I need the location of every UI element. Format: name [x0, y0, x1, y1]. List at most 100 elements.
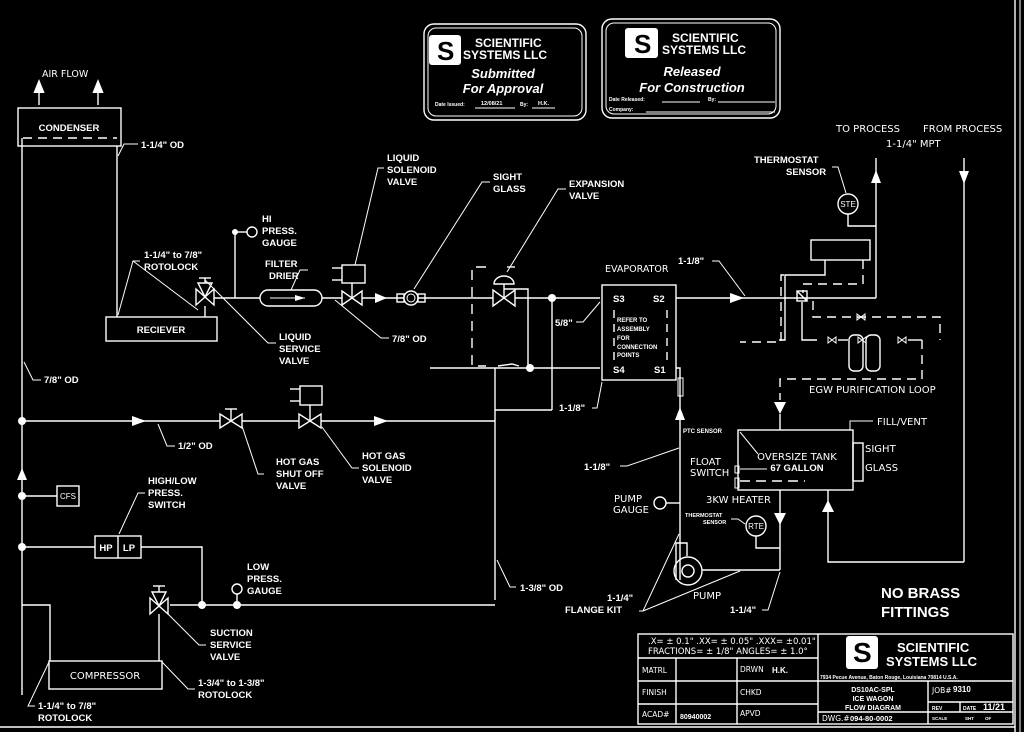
sight-glass-label: GLASS — [493, 184, 526, 195]
high-low-switch-label: SWITCH — [148, 500, 186, 511]
flow-arrow-icon — [822, 500, 834, 512]
to-process-label: TO PROCESS — [835, 124, 900, 135]
low-press-gauge-label: PRESS. — [247, 574, 282, 585]
drawing-description: FLOW DIAGRAM — [845, 705, 901, 712]
suction-service-valve-label: VALVE — [210, 652, 240, 663]
liquid-solenoid-valve-label: SOLENOID — [387, 165, 437, 176]
pump-label: PUMP — [693, 591, 721, 602]
company-logo-icon: S — [429, 35, 461, 66]
flow-arrow-icon — [17, 468, 27, 480]
svg-text:S: S — [853, 637, 872, 668]
sight-glass-label: SIGHT — [865, 444, 897, 455]
rotolock-label: ROTOLOCK — [144, 262, 198, 273]
pipe-size-label: 1-1/4" — [730, 605, 756, 616]
ste-label: STE — [840, 200, 856, 209]
svg-text:S: S — [634, 29, 651, 59]
air-flow-label: AIR FLOW — [42, 69, 89, 80]
liquid-service-valve-label: SERVICE — [279, 344, 321, 355]
filter-drier-label: FILTER — [265, 259, 298, 270]
liquid-solenoid-valve-label: LIQUID — [387, 153, 419, 164]
hot-gas-solenoid-valve-label: HOT GAS — [362, 451, 405, 462]
acad-label: ACAD# — [642, 710, 669, 719]
thermostat-sensor-label: THERMOSTAT — [685, 513, 723, 519]
cfs-label: CFS — [60, 492, 76, 501]
hot-gas-shutoff-valve-label: VALVE — [276, 481, 306, 492]
stamp-status-line2: For Approval — [463, 81, 544, 96]
flow-arrow-icon — [132, 416, 146, 426]
low-press-gauge-label: GAUGE — [247, 586, 282, 597]
evaporator-note: POINTS — [617, 353, 639, 359]
tank-label: OVERSIZE TANK — [757, 452, 837, 463]
finish-label: FINISH — [642, 688, 667, 697]
stamp-released-for-construction: S SCIENTIFIC SYSTEMS LLC Released For Co… — [601, 18, 781, 119]
evaporator-note: FOR — [617, 336, 630, 342]
tank-capacity-label: 67 GALLON — [770, 463, 823, 474]
cfs-box — [56, 485, 80, 507]
rotolock-label: ROTOLOCK — [38, 713, 92, 724]
expansion-valve-label: EXPANSION — [569, 179, 624, 190]
compressor: COMPRESSOR — [48, 660, 163, 690]
liquid-solenoid-valve-label: VALVE — [387, 177, 417, 188]
no-brass-note: FITTINGS — [881, 604, 949, 621]
hot-gas-solenoid-valve-label: SOLENOID — [362, 463, 412, 474]
dwg-label: DWG.# — [822, 714, 850, 723]
ste-sensor-icon: STE — [837, 193, 859, 215]
stamp-company-label: Company: — [609, 107, 634, 113]
stamp-company-line1: SCIENTIFIC — [672, 31, 739, 45]
evaporator-note: CONNECTION — [617, 345, 657, 351]
oversize-tank: OVERSIZE TANK 67 GALLON — [734, 429, 864, 491]
sight-glass-label: SIGHT — [493, 172, 522, 183]
float-switch-label: FLOAT — [690, 457, 722, 468]
sight-glass-icon — [396, 290, 426, 306]
dwg-value: 094-80-0002 — [850, 714, 893, 723]
pipe-size-label: 1-1/4" OD — [141, 140, 184, 151]
hp-lp-switch: HP LP — [94, 535, 142, 559]
evaporator: EVAPORATOR S3 S2 S4 S1 REFER TO ASSEMBLY… — [601, 264, 677, 381]
suction-service-valve-label: SUCTION — [210, 628, 253, 639]
flow-arrow-icon — [774, 513, 786, 525]
suction-service-valve-icon — [149, 585, 169, 661]
stamp-status-line1: Released — [663, 64, 721, 79]
stamp-by-label: By: — [708, 97, 716, 103]
hot-gas-shutoff-valve-label: HOT GAS — [276, 457, 319, 468]
flow-arrow-icon — [959, 171, 969, 184]
company-name-line2: SYSTEMS LLC — [886, 654, 978, 669]
compressor-label: COMPRESSOR — [70, 671, 140, 682]
hot-gas-solenoid-valve-label: VALVE — [362, 475, 392, 486]
flow-arrow-icon — [374, 416, 388, 426]
stamp-by-value: H.K. — [538, 101, 549, 107]
rotolock-label: 1-1/4" to 7/8" — [144, 250, 202, 261]
hi-press-gauge-label: GAUGE — [262, 238, 297, 249]
scale-label: SCALE — [932, 716, 947, 721]
port-s2-label: S2 — [653, 294, 665, 305]
tolerance-line: .X= ± 0.1" .XX= ± 0.05" .XXX= ±0.01" — [648, 637, 816, 647]
evaporator-note: ASSEMBLY — [617, 327, 650, 333]
stamp-date-value: 12/08/21 — [481, 101, 502, 107]
pump-icon — [673, 542, 780, 586]
job-label: JOB# — [931, 686, 952, 695]
job-value: 9310 — [953, 685, 971, 694]
company-logo-icon: S — [846, 636, 878, 669]
flow-arrow-icon — [774, 402, 786, 414]
stamp-company-line1: SCIENTIFIC — [475, 36, 542, 50]
stamp-date-label: Date Released: — [609, 97, 645, 103]
drawing-description: DS10AC-SPL — [851, 687, 895, 694]
drwn-value: H.K. — [772, 666, 788, 675]
liquid-solenoid-valve-icon — [332, 264, 366, 307]
thermostat-sensor-label: SENSOR — [703, 520, 726, 526]
evaporator-note: REFER TO — [617, 318, 648, 324]
hot-gas-shutoff-valve-label: SHUT OFF — [276, 469, 324, 480]
of-label: OF — [985, 716, 992, 721]
port-s4-label: S4 — [613, 365, 625, 376]
ptc-sensor-label: PTC SENSOR — [683, 429, 723, 435]
stamp-status-line1: Submitted — [471, 66, 536, 81]
pipe-size-label: 1-3/8" OD — [520, 583, 563, 594]
suction-service-valve-label: SERVICE — [210, 640, 252, 651]
company-logo-icon: S — [625, 28, 658, 59]
rotolock-label: 1-3/4" to 1-3/8" — [198, 678, 265, 689]
pump-gauge-label: PUMP — [614, 494, 642, 505]
fill-vent-label: FILL/VENT — [877, 417, 928, 428]
thermostat-sensor-label: THERMOSTAT — [754, 155, 819, 166]
rotolock-label: ROTOLOCK — [198, 690, 252, 701]
